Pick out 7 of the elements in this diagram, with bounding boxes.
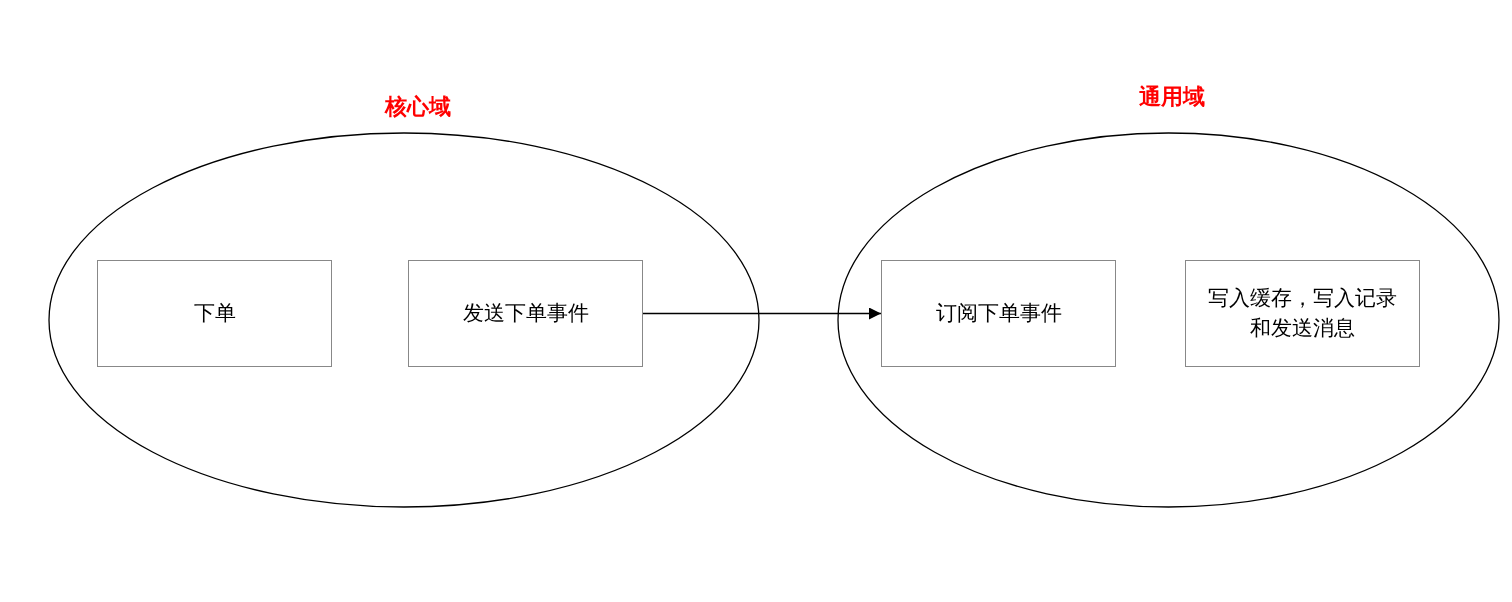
- process-box: 订阅下单事件: [881, 260, 1116, 367]
- process-box: 写入缓存，写入记录和发送消息: [1185, 260, 1420, 367]
- arrow: [642, 307, 882, 320]
- process-box: 发送下单事件: [408, 260, 643, 367]
- process-box: 下单: [97, 260, 332, 367]
- domain-heading: 通用域: [1139, 83, 1205, 111]
- domain-heading: 核心域: [385, 93, 451, 121]
